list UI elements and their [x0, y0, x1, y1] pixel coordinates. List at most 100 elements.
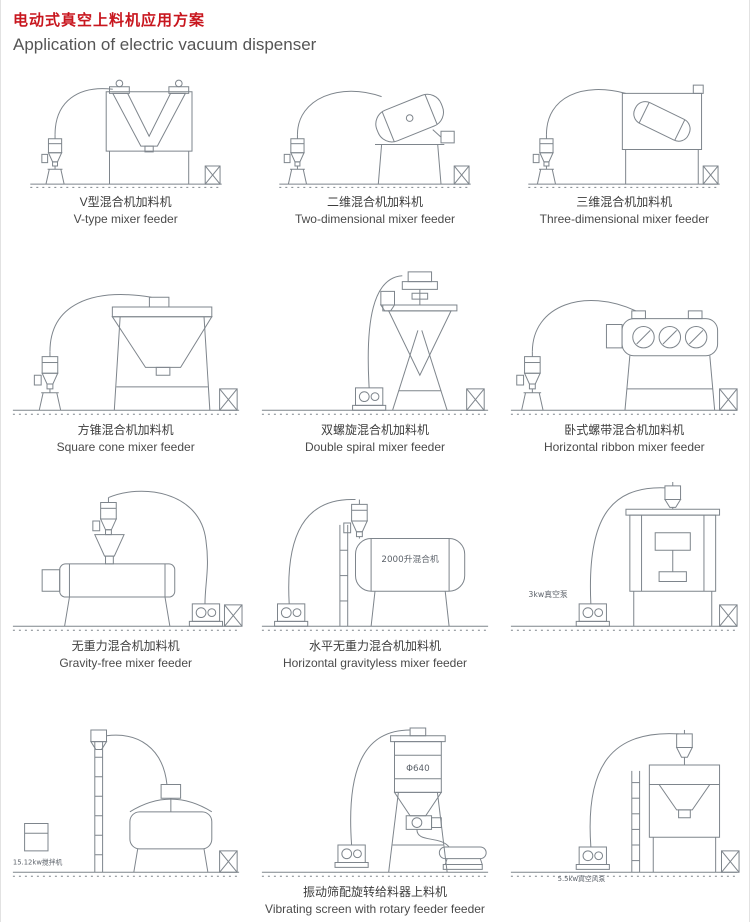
- vacuum-feeder-icon: [534, 135, 556, 185]
- caption: 水平无重力混合机加料机 Horizontal gravityless mixer…: [283, 638, 467, 672]
- ground-line: [529, 184, 720, 187]
- suction-hose: [590, 734, 679, 847]
- diagram-cell-three-dimensional: 三维混合机加料机 Three-dimensional mixer feeder: [500, 62, 749, 238]
- caption: V型混合机加料机 V-type mixer feeder: [74, 194, 178, 228]
- diagram-cell-horizontal-ribbon: 卧式螺带混合机加料机 Horizontal ribbon mixer feede…: [500, 238, 749, 466]
- three-dimensional-mixer-drawing: [507, 62, 741, 194]
- caption-en: Vibrating screen with rotary feeder feed…: [265, 901, 485, 916]
- vibrating-screen-icon: [439, 847, 486, 869]
- caption-zh: V型混合机加料机: [79, 195, 172, 209]
- suction-hose: [106, 735, 166, 784]
- suction-hose: [289, 499, 356, 603]
- diagram-cell-mixer-tank: 15.12kw搅拌机: [1, 682, 250, 922]
- caption-en: Horizontal ribbon mixer feeder: [543, 439, 705, 454]
- vacuum-feeder-icon: [677, 730, 693, 765]
- two-dimensional-mixer-drawing: [258, 62, 492, 194]
- material-barrel-icon: [219, 389, 237, 410]
- caption-zh: 无重力混合机加料机: [71, 639, 180, 653]
- suction-hose: [533, 301, 636, 352]
- annotation-label: 15.12kw搅拌机: [13, 858, 63, 867]
- vacuum-feeder-icon: [284, 135, 306, 185]
- page-header: 电动式真空上料机应用方案 Application of electric vac…: [1, 0, 749, 62]
- ground-line: [13, 872, 239, 876]
- suction-hose: [591, 488, 666, 604]
- ladder-icon: [632, 771, 640, 872]
- caption-zh: 振动筛配旋转给料器上料机: [302, 885, 447, 899]
- vacuum-pump-icon: [353, 388, 386, 410]
- mixer-body: [623, 85, 704, 184]
- mixer-body: [355, 539, 464, 627]
- vacuum-feeder-icon: [665, 482, 681, 509]
- material-barrel-icon: [224, 605, 242, 626]
- caption-zh: 水平无重力混合机加料机: [308, 639, 441, 653]
- mixer-body: [42, 535, 175, 627]
- annotation-label: 3kw真空泵: [529, 589, 568, 599]
- ground-line: [511, 872, 737, 876]
- diagram-cell-two-dimensional: 二维混合机加料机 Two-dimensional mixer feeder: [250, 62, 499, 238]
- vacuum-feeder-icon: [91, 730, 107, 750]
- material-barrel-icon: [467, 389, 485, 410]
- diagram-cell-horizontal-gravityless: 2000升混合机 水平无重力混合机加料机 Horizontal gravityl…: [250, 466, 499, 682]
- double-spiral-mixer-drawing: [258, 238, 492, 422]
- suction-hose: [108, 491, 207, 604]
- suction-hose: [55, 89, 113, 135]
- ground-line: [13, 626, 239, 630]
- gravity-free-mixer-drawing: [9, 466, 243, 638]
- caption-en: Three-dimensional mixer feeder: [539, 211, 710, 226]
- vacuum-pump-icon: [335, 845, 368, 867]
- caption: 方锥混合机加料机 Square cone mixer feeder: [57, 422, 195, 456]
- caption-en: V-type mixer feeder: [73, 211, 178, 226]
- caption: 无重力混合机加料机 Gravity-free mixer feeder: [59, 638, 192, 672]
- ground-line: [13, 410, 239, 414]
- vacuum-feeder-icon: [93, 498, 116, 535]
- mixer-body: [371, 90, 454, 184]
- vacuum-feeder-icon: [517, 352, 543, 411]
- material-barrel-icon: [722, 851, 740, 872]
- support-mast: [94, 742, 102, 873]
- material-barrel-icon: [720, 605, 738, 626]
- caption-en: Square cone mixer feeder: [56, 439, 195, 454]
- caption-en: Double spiral mixer feeder: [304, 439, 446, 454]
- caption-en: Horizontal gravityless mixer feeder: [282, 655, 468, 670]
- annotation-label: 2000升混合机: [381, 553, 439, 565]
- material-barrel-icon: [704, 166, 719, 184]
- suction-hose: [351, 730, 410, 845]
- vibrating-screen-feeder-drawing: Φ640: [258, 682, 492, 884]
- v-type-mixer-drawing: [9, 62, 243, 194]
- caption-zh: 三维混合机加料机: [576, 195, 673, 209]
- mixer-body: [106, 80, 192, 184]
- suction-hose: [297, 91, 381, 134]
- caption: 振动筛配旋转给料器上料机 Vibrating screen with rotar…: [265, 884, 485, 918]
- caption-zh: 卧式螺带混合机加料机: [564, 423, 685, 437]
- diagram-cell-v-type: V型混合机加料机 V-type mixer feeder: [1, 62, 250, 238]
- material-barrel-icon: [219, 851, 237, 872]
- vacuum-feeder-icon: [34, 352, 60, 411]
- ground-line: [262, 872, 488, 876]
- vacuum-feeder-icon: [42, 135, 64, 185]
- ground-line: [30, 184, 221, 187]
- caption-zh: 二维混合机加料机: [326, 195, 423, 209]
- horizontal-gravityless-mixer-drawing: 2000升混合机: [258, 466, 492, 638]
- suction-hose: [50, 295, 151, 352]
- caption: 双螺旋混合机加料机 Double spiral mixer feeder: [305, 422, 445, 456]
- diagram-cell-vibrating-screen: Φ640 振动筛配旋转给料器上料机 Vibrating screen with …: [250, 682, 499, 922]
- ground-line: [262, 410, 488, 414]
- control-cabinet-icon: [24, 824, 47, 851]
- discharge-pipe: [417, 829, 449, 847]
- page-title-en: Application of electric vacuum dispenser: [13, 35, 317, 54]
- page-title-zh: 电动式真空上料机应用方案: [13, 12, 206, 29]
- caption: 二维混合机加料机 Two-dimensional mixer feeder: [295, 194, 455, 228]
- annotation-label: Φ640: [406, 764, 430, 774]
- mixer-body: [389, 728, 448, 872]
- diagram-cell-vacuum-pump-3kw: 3kw真空泵: [500, 466, 749, 682]
- suction-hose: [368, 276, 402, 388]
- ground-line: [511, 410, 737, 414]
- horizontal-ribbon-mixer-drawing: [507, 238, 741, 422]
- mixer-body: [607, 311, 718, 410]
- square-cone-mixer-drawing: [9, 238, 243, 422]
- ground-line: [262, 626, 488, 630]
- vacuum-pump-icon: [577, 847, 610, 869]
- mixer-body: [112, 297, 211, 410]
- caption: 卧式螺带混合机加料机 Horizontal ribbon mixer feede…: [544, 422, 705, 456]
